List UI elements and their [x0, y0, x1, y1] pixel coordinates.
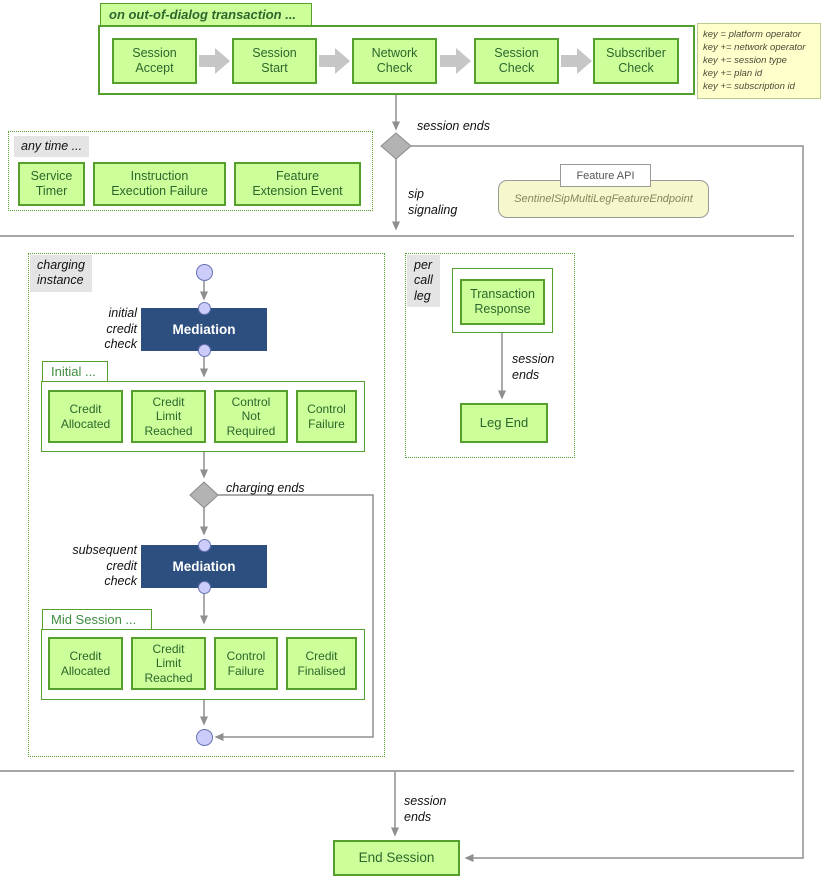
flow-arrow-icon: [561, 48, 592, 74]
flow-arrow-icon: [199, 48, 230, 74]
key-note: key = platform operator key += network o…: [697, 23, 821, 99]
step-session-accept: Session Accept: [112, 38, 197, 84]
outcome-credit-limit-reached: Credit Limit Reached: [131, 390, 206, 443]
per-call-leg-label: per call leg: [407, 255, 440, 307]
initial-group-label: Initial ...: [42, 361, 108, 382]
mediation1-output-pin: [198, 344, 211, 357]
edge-label-session-ends-bottom: session ends: [404, 794, 447, 824]
start-state-circle: [196, 264, 213, 281]
event-service-timer: Service Timer: [18, 162, 85, 206]
end-session-box: End Session: [333, 840, 460, 876]
key-note-line: key += network operator: [703, 42, 806, 53]
outcome-credit-finalised: Credit Finalised: [286, 637, 357, 690]
outcome-credit-allocated-mid: Credit Allocated: [48, 637, 123, 690]
mediation2-output-pin: [198, 581, 211, 594]
edge-label-initial-credit-check: initial credit check: [104, 306, 137, 352]
edge-label-session-ends-leg: session ends: [512, 352, 555, 382]
mediation1-input-pin: [198, 302, 211, 315]
outcome-control-failure: Control Failure: [296, 390, 357, 443]
mediation2-input-pin: [198, 539, 211, 552]
top-flow-group: Session Accept Session Start Network Che…: [98, 25, 695, 95]
any-time-group-label: any time ...: [14, 136, 90, 158]
flow-arrow-icon: [319, 48, 350, 74]
key-note-line: key += subscription id: [703, 81, 795, 92]
edge-label-subsequent-credit-check: subsequent credit check: [72, 543, 137, 589]
flow-arrow-icon: [440, 48, 471, 74]
mediation-initial-box: Mediation: [141, 308, 267, 351]
connector-session-ends-to-end-session: [411, 145, 804, 862]
outcome-control-not-required: Control Not Required: [214, 390, 288, 443]
step-network-check: Network Check: [352, 38, 437, 84]
step-session-check: Session Check: [474, 38, 559, 84]
section-divider-top: [0, 235, 794, 238]
step-subscriber-check: Subscriber Check: [593, 38, 679, 84]
mediation-subsequent-box: Mediation: [141, 545, 267, 588]
feature-api-tag: Feature API: [560, 164, 651, 187]
edge-label-charging-ends: charging ends: [226, 481, 305, 495]
decision-charging-ends-diamond: [189, 481, 219, 509]
charging-instance-label: charging instance: [30, 255, 92, 292]
edge-label-sip-signaling: sip signaling: [408, 187, 458, 217]
outcome-credit-allocated: Credit Allocated: [48, 390, 123, 443]
top-flow-group-label: on out-of-dialog transaction ...: [100, 3, 312, 26]
transaction-response-box: Transaction Response: [460, 279, 545, 325]
leg-end-box: Leg End: [460, 403, 548, 443]
key-note-line: key += session type: [703, 55, 787, 66]
connector-charging-ends-loop: [214, 494, 374, 741]
event-instruction-execution-failure: Instruction Execution Failure: [93, 162, 226, 206]
end-state-circle: [196, 729, 213, 746]
edge-label-session-ends-top: session ends: [417, 119, 490, 133]
step-session-start: Session Start: [232, 38, 317, 84]
mid-session-group-label: Mid Session ...: [42, 609, 152, 630]
section-divider-bottom: [0, 770, 794, 773]
key-note-line: key += plan id: [703, 68, 763, 79]
outcome-credit-limit-reached-mid: Credit Limit Reached: [131, 637, 206, 690]
event-feature-extension-event: Feature Extension Event: [234, 162, 361, 206]
key-note-line: key = platform operator: [703, 29, 801, 40]
decision-session-ends-diamond: [380, 132, 412, 160]
outcome-control-failure-mid: Control Failure: [214, 637, 278, 690]
